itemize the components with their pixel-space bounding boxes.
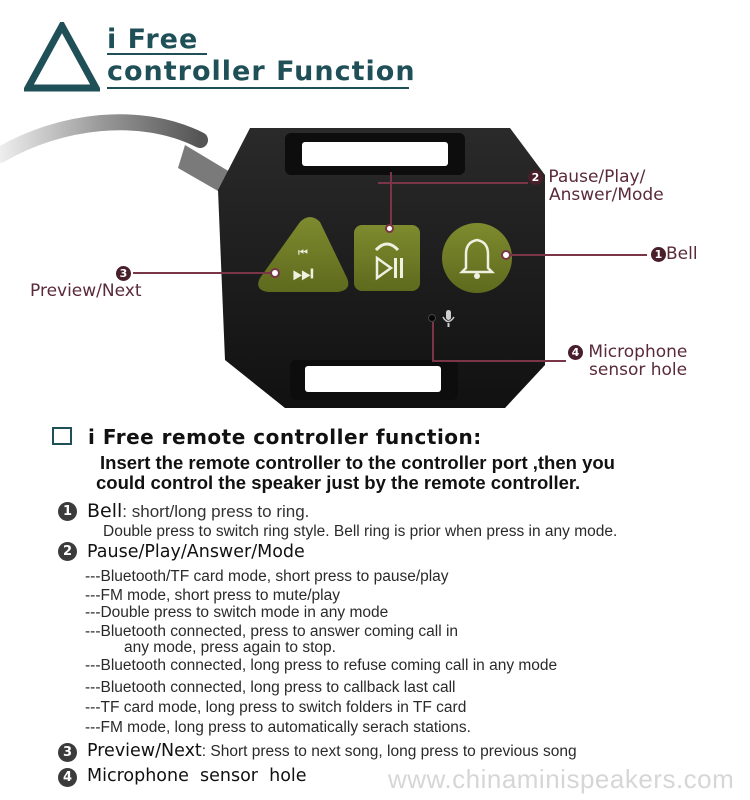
- triangle-logo-icon: [24, 22, 100, 92]
- callout-line-pause-h: [378, 182, 528, 184]
- item-pause-line-5: any mode, press again to stop.: [124, 639, 336, 656]
- item-pause-number: 2: [58, 542, 77, 561]
- section-checkbox-icon: [52, 427, 72, 445]
- callout-pause-line2: Answer/Mode: [549, 185, 664, 205]
- remote-controller-illustration: ⏮ ⏭: [0, 114, 545, 408]
- svg-text:⏭: ⏭: [292, 259, 314, 287]
- item-preview-detail: : Short press to next song, long press t…: [201, 743, 577, 760]
- callout-pause-line1: Pause/Play/: [548, 167, 646, 187]
- svg-text:⏮: ⏮: [298, 246, 308, 259]
- item-pause-line-7: ---Bluetooth connected, long press to ca…: [85, 679, 456, 696]
- item-pause-line-9: ---FM mode, long press to automatically …: [85, 719, 471, 736]
- callout-line-mic-v: [432, 322, 434, 362]
- item-mic-number: 4: [58, 768, 77, 787]
- callout-mic-number: 4: [568, 344, 583, 360]
- item-bell-number: 1: [58, 502, 77, 521]
- item-pause-line-2: ---FM mode, short press to mute/play: [85, 587, 340, 604]
- callout-pause: 2 Pause/Play/ Answer/Mode: [528, 168, 664, 204]
- callout-dot-pause: [385, 224, 394, 233]
- callout-line-mic-h: [432, 360, 566, 362]
- item-preview-number: 3: [58, 743, 77, 762]
- header-underline-2: [107, 87, 409, 89]
- callout-line-preview: [133, 272, 276, 274]
- item-bell-title-text: Bell: [87, 500, 123, 522]
- item-mic-title: Microphone sensor hole: [87, 766, 307, 786]
- item-pause-line-4: ---Bluetooth connected, press to answer …: [85, 623, 459, 640]
- section-title: i Free remote controller function:: [88, 425, 482, 449]
- section-intro-line2: could control the speaker just by the re…: [96, 472, 581, 493]
- header-title-line2: controller Function: [107, 56, 416, 87]
- callout-preview: 3 Preview/Next: [30, 264, 142, 300]
- callout-bell-label: Bell: [666, 244, 698, 264]
- callout-mic-line1: Microphone: [588, 342, 688, 362]
- callout-bell-number: 1: [651, 246, 666, 262]
- callout-dot-preview: [270, 268, 280, 278]
- item-bell-title: Bell: short/long press to ring.: [87, 500, 309, 522]
- item-pause-line-3: ---Double press to switch mode in any mo…: [85, 604, 389, 621]
- item-pause-line-8: ---TF card mode, long press to switch fo…: [85, 699, 467, 716]
- item-pause-line-6: ---Bluetooth connected, long press to re…: [85, 657, 558, 674]
- item-pause-line-1: ---Bluetooth/TF card mode, short press t…: [85, 568, 449, 585]
- item-preview-title-text: Preview/Next: [87, 741, 202, 761]
- callout-line-pause-v: [390, 172, 392, 228]
- callout-mic-line2: sensor hole: [589, 360, 688, 380]
- callout-pause-number: 2: [528, 169, 543, 185]
- callout-mic: 4 Microphone sensor hole: [568, 343, 687, 379]
- section-intro-line1: Insert the remote controller to the cont…: [100, 452, 615, 473]
- header-title-line1: i Free: [107, 24, 199, 55]
- header-underline-1: [107, 53, 207, 55]
- callout-preview-number: 3: [116, 265, 131, 281]
- callout-preview-label: Preview/Next: [30, 281, 142, 301]
- item-pause-title: Pause/Play/Answer/Mode: [87, 542, 305, 562]
- callout-line-bell: [505, 254, 647, 256]
- item-preview-title: Preview/Next: Short press to next song, …: [87, 741, 577, 761]
- callout-dot-bell: [501, 250, 511, 260]
- item-bell-detail: Double press to switch ring style. Bell …: [103, 523, 618, 540]
- watermark-url: www.chinaminispeakers.com: [388, 764, 735, 794]
- item-bell-short: : short/long press to ring.: [122, 502, 310, 521]
